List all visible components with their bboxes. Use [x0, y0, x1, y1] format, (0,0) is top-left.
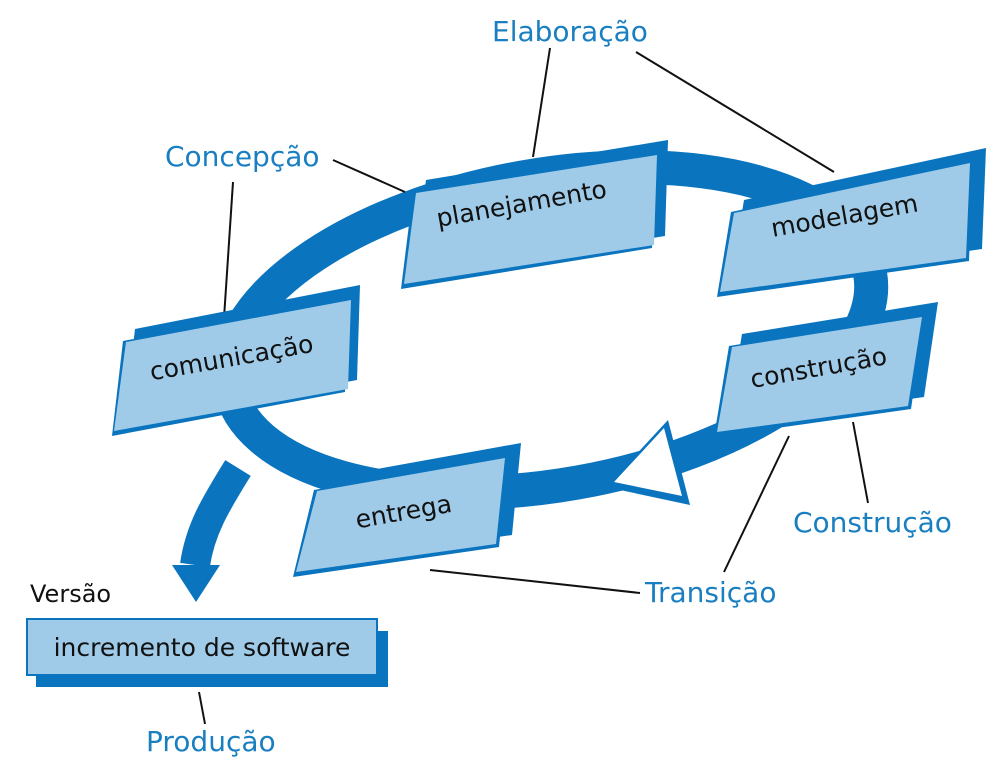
leader-elaboracao-planejamento — [532, 47, 551, 158]
cycle-arrowhead-highlight — [614, 428, 682, 496]
leader-construcao-box — [852, 421, 869, 504]
activity-modelagem: modelagem — [717, 148, 986, 297]
activity-construcao: construção — [714, 302, 938, 437]
leader-transicao-construcao — [723, 435, 790, 573]
phase-label-concepcao: Concepção — [165, 140, 320, 173]
release-arrowhead — [172, 565, 220, 602]
activity-entrega: entrega — [293, 443, 521, 577]
leader-transicao-entrega — [429, 569, 641, 594]
leader-concepcao-comunicacao — [223, 181, 234, 319]
phase-label-construcao: Construção — [793, 506, 952, 539]
leader-elaboracao-modelagem — [635, 51, 835, 173]
activity-planejamento: planejamento — [401, 140, 668, 289]
phase-label-elaboracao: Elaboração — [492, 15, 648, 48]
phase-label-transicao: Transição — [644, 576, 776, 609]
phase-label-producao: Produção — [146, 725, 276, 758]
software-increment: incremento de software — [26, 618, 388, 687]
release-arrow — [180, 460, 251, 568]
leader-producao-increment — [198, 691, 206, 725]
leader-concepcao-planejamento — [332, 159, 406, 193]
version-label: Versão — [30, 580, 111, 608]
activity-comunicacao: comunicação — [112, 285, 360, 436]
increment-label: incremento de software — [54, 633, 351, 662]
